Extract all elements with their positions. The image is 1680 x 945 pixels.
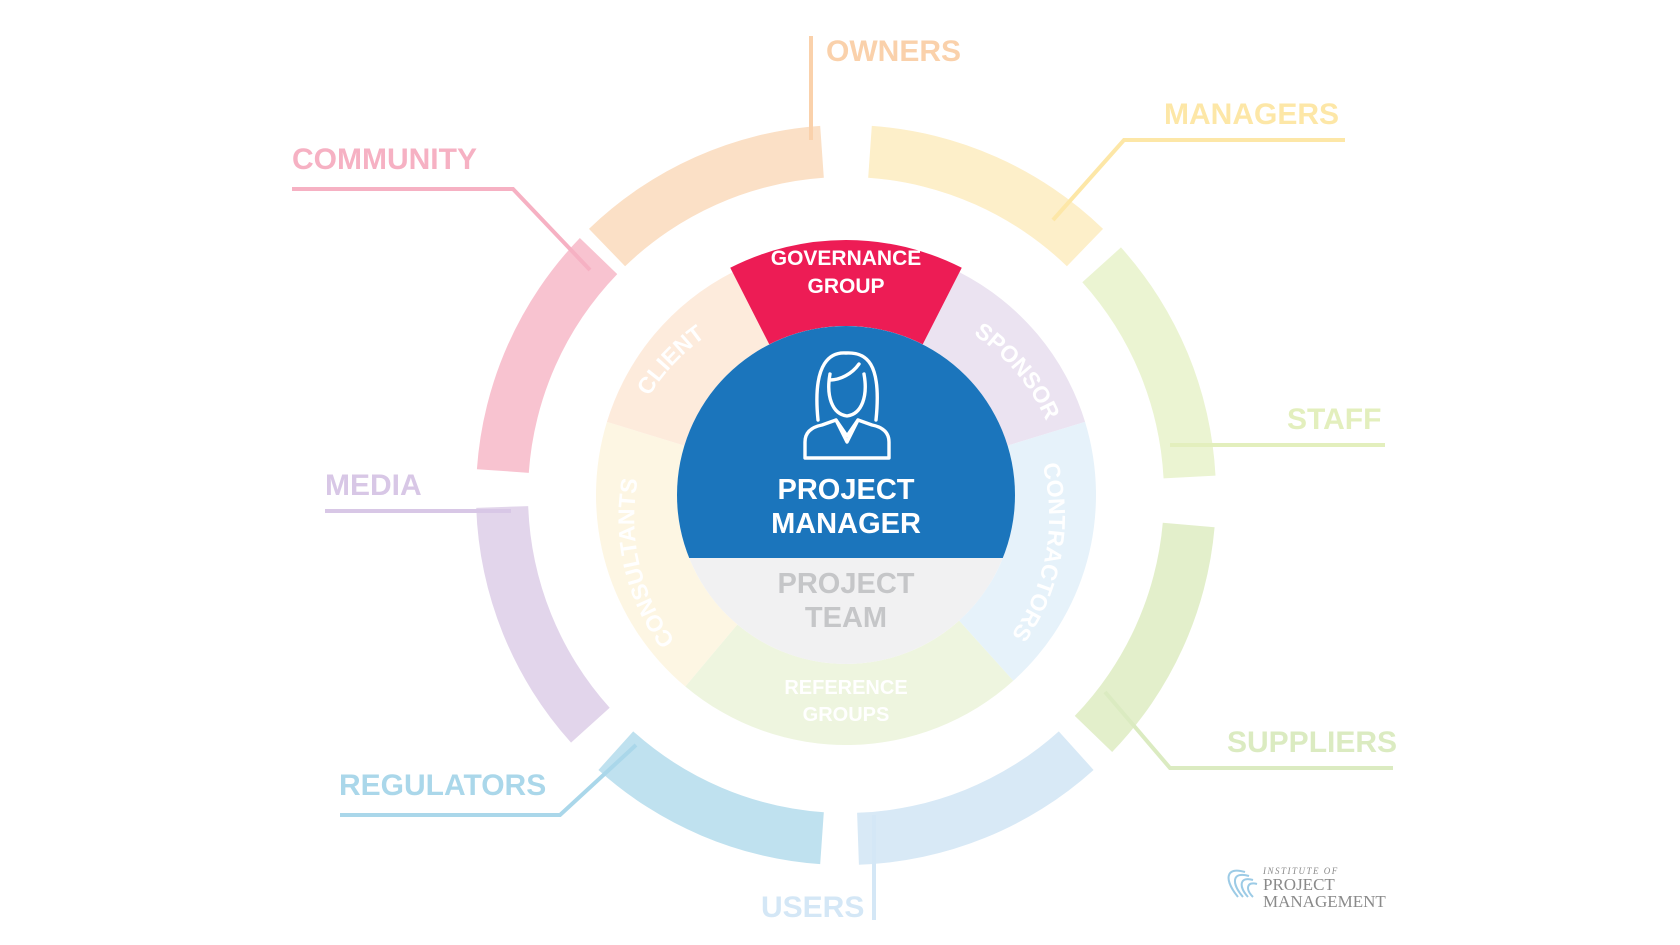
logo-text-line2: PROJECT [1263,875,1335,894]
logo-text-line3: MANAGEMENT [1263,892,1386,911]
label-governance-line2: GROUP [807,275,884,298]
inner-segment-consultants[interactable] [596,421,738,687]
inner-ring [596,240,1096,746]
label-regulators: REGULATORS [339,769,546,802]
outer-segment-users[interactable] [857,731,1094,865]
outer-segment-managers[interactable] [868,125,1104,267]
outer-segment-community[interactable] [476,237,618,473]
outer-labels: OWNERS MANAGERS STAFF SUPPLIERS USERS RE… [292,35,1397,924]
ipm-logo: INSTITUTE OF PROJECT MANAGEMENT [1227,866,1386,911]
outer-segment-suppliers[interactable] [1074,522,1215,753]
label-media: MEDIA [325,469,422,502]
inner-segment-client[interactable] [606,272,770,446]
label-owners: OWNERS [826,35,961,68]
project-manager-title-line1: PROJECT [778,474,915,506]
label-suppliers: SUPPLIERS [1227,726,1397,759]
leader-line-managers [1051,138,1345,222]
label-staff: STAFF [1287,403,1381,436]
outer-segment-owners[interactable] [588,125,824,267]
person-icon [803,351,891,460]
outer-segment-media[interactable] [476,506,610,743]
logo-text-line1: INSTITUTE OF [1262,866,1339,876]
inner-segment-reference-groups[interactable] [685,620,1014,746]
leader-line-suppliers [1103,690,1393,770]
project-team-line1: PROJECT [778,568,915,600]
leader-lines [292,36,1393,920]
project-manager-title-line2: MANAGER [771,508,921,540]
project-team-line2: TEAM [805,602,887,634]
ipm-logo-mark [1227,869,1258,898]
leader-line-regulators [340,743,638,817]
outer-segment-staff[interactable] [1082,247,1216,479]
inner-segment-contractors[interactable] [959,421,1096,681]
outer-ring [476,125,1216,865]
label-managers: MANAGERS [1164,98,1339,131]
inner-segment-governance-group[interactable] [730,240,962,345]
leader-line-community [292,187,592,272]
label-reference-groups: REFERENCE [784,677,907,699]
label-users: USERS [761,891,864,924]
inner-segment-sponsor[interactable] [922,272,1086,446]
outer-segment-regulators[interactable] [598,731,824,865]
label-community: COMMUNITY [292,143,477,176]
label-governance-line1: GOVERNANCE [771,247,922,270]
label-reference-groups-line2: GROUPS [803,704,890,726]
